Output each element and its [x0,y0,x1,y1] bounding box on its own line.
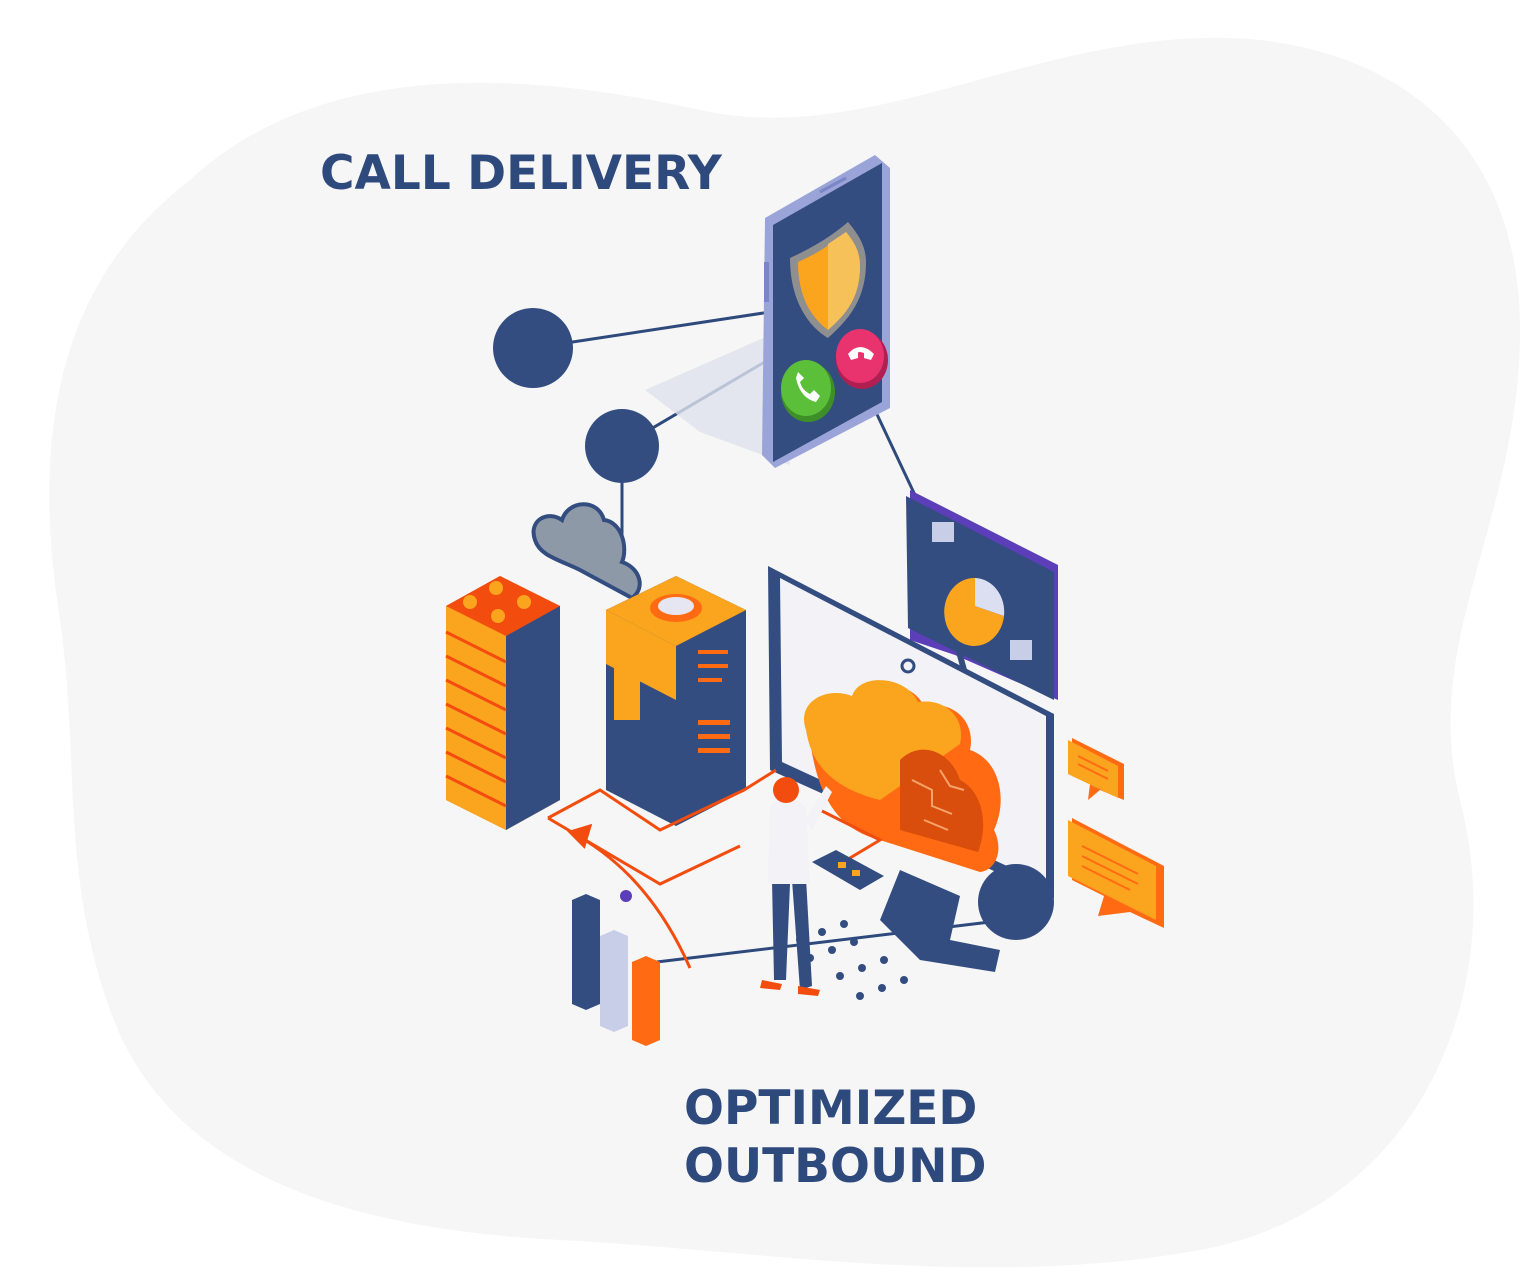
optimized-outbound-line-2: OUTBOUND [684,1139,987,1194]
keyboard-icon [812,850,884,890]
network-node-icon [493,308,573,388]
smartphone-icon [762,155,890,468]
decline-call-icon [836,329,888,389]
optimized-outbound-line-1: OPTIMIZED [684,1081,978,1136]
bar-chart-icon [572,890,660,1046]
gray-cloud-icon [531,502,642,601]
data-route-lines [547,768,884,969]
server-rack-icon [445,576,560,830]
chat-bubble-icon [1068,738,1124,800]
dot-field [796,920,908,1000]
call-delivery-label: CALL DELIVERY [320,146,722,201]
person-icon [760,777,832,996]
server-tower-icon [606,576,746,826]
cloud-icon [804,680,1001,872]
chat-bubble-icon [1068,818,1164,928]
optimized-outbound-label: OPTIMIZED OUTBOUND [684,1080,986,1196]
shield-icon [790,222,866,338]
pie-chart-panel-icon [906,490,1058,700]
phone-shadow [645,335,790,465]
network-node-icon [585,409,659,483]
network-node-icon [978,864,1054,940]
accept-call-icon [781,360,835,422]
